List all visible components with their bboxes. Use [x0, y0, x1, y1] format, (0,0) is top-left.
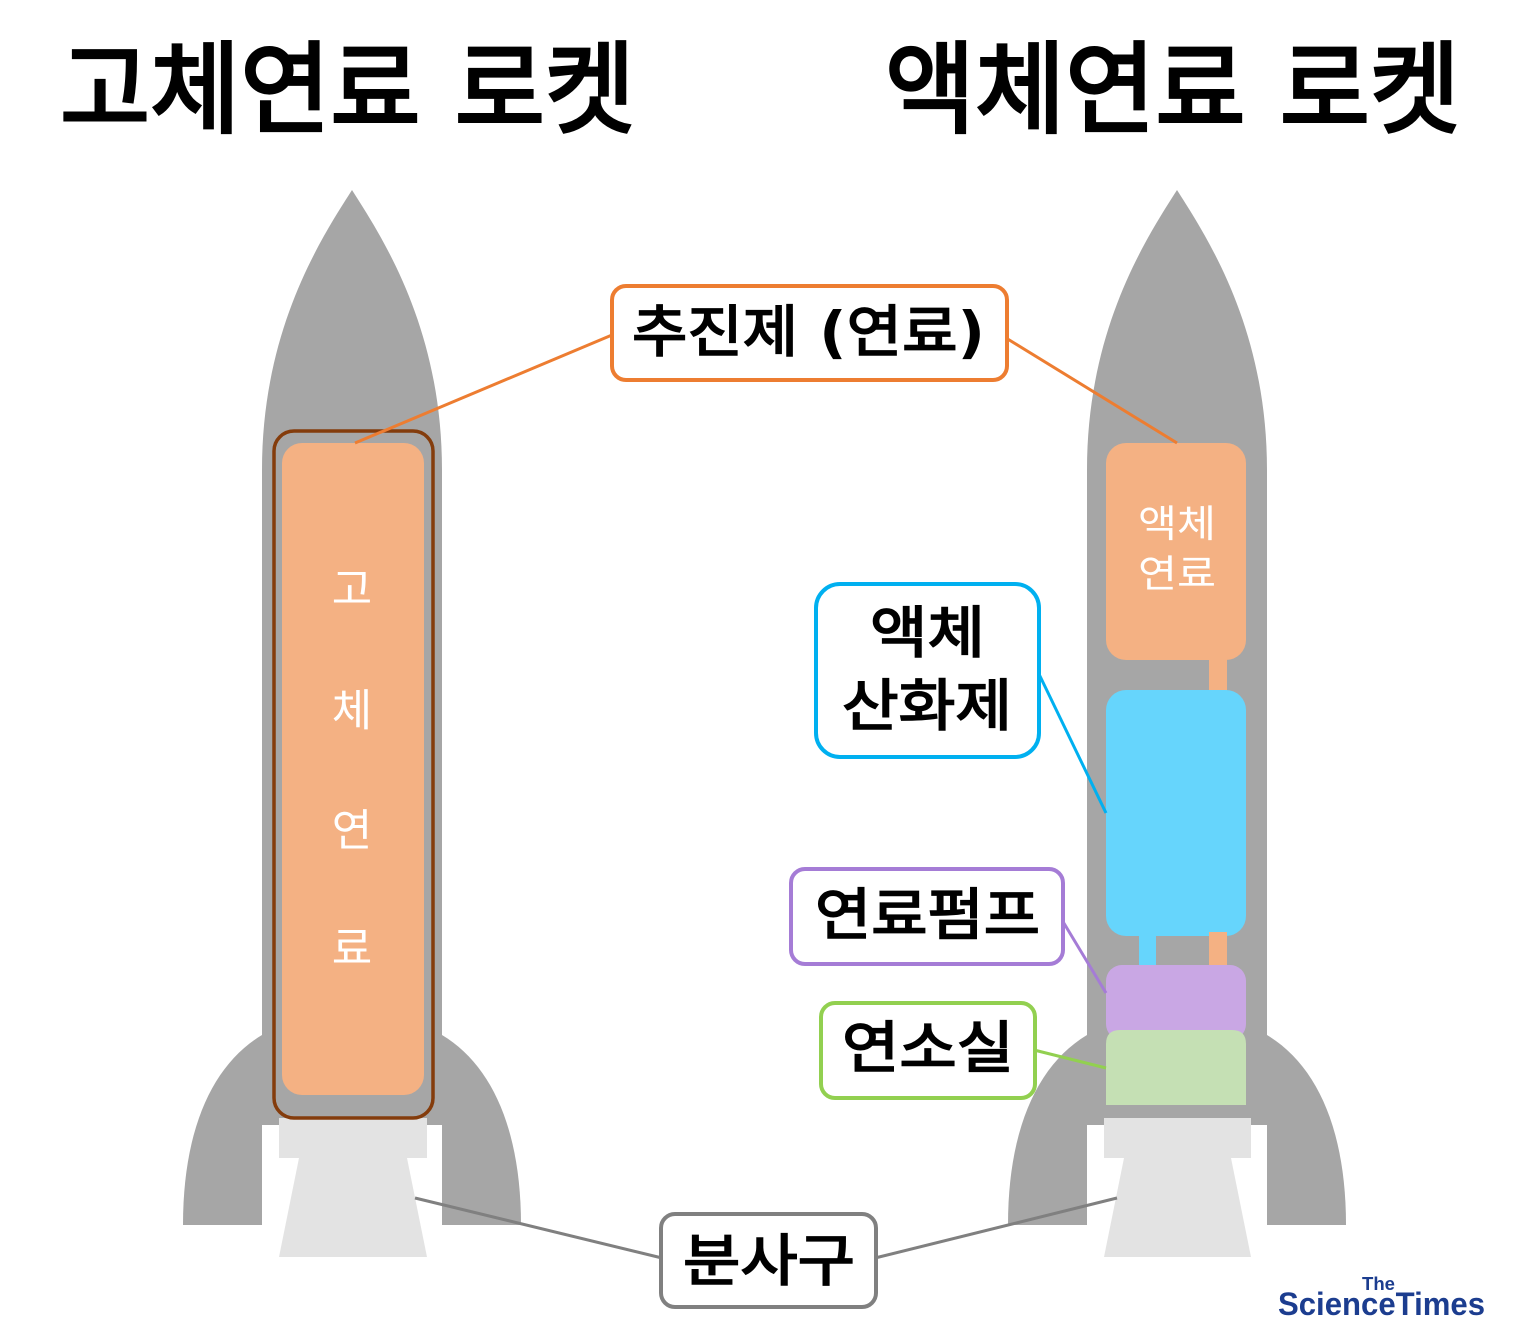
science-times-logo: The ScienceTimes [1278, 1274, 1485, 1322]
callout-propellant: 추진제 (연료) [610, 284, 1009, 382]
callout-nozzle: 분사구 [659, 1212, 878, 1309]
liquid-rocket-nozzle-collar [1104, 1118, 1251, 1158]
callout-oxidizer: 액체 산화제 [814, 582, 1041, 759]
callout-oxidizer-box [814, 582, 1041, 759]
combustion-chamber-block [1106, 1030, 1246, 1105]
solid-rocket-title: 고체연료 로켓 [60, 32, 635, 149]
callout-fuel-pump: 연료펌프 [789, 867, 1065, 966]
logo-wordmark: ScienceTimes [1278, 1286, 1485, 1322]
callout-combustion-label: 연소실 [842, 1017, 1014, 1082]
callout-combustion-chamber: 연소실 [819, 1001, 1037, 1100]
callout-oxidizer-label-line: 산화제 [842, 675, 1012, 740]
callout-propellant-label: 추진제 (연료) [632, 301, 985, 366]
fuel-pump-leader [1060, 919, 1108, 994]
nozzle-leader-left [414, 1196, 663, 1260]
solid-fuel-label-char: 료 [332, 924, 372, 975]
oxidizer-pipe [1139, 932, 1156, 969]
callout-fuel-pump-box [789, 867, 1065, 966]
liquid-rocket-right-fin [1267, 1035, 1346, 1225]
solid-rocket-nozzle-collar [279, 1118, 427, 1158]
solid-fuel-label-char: 체 [332, 686, 372, 737]
logo-the: The [1362, 1274, 1395, 1294]
leader-lines [354, 333, 1178, 1260]
nozzle-leader-right [874, 1196, 1118, 1260]
fuel-pipe-lower [1209, 932, 1227, 969]
fuel-pipe-upper [1209, 656, 1227, 694]
callout-fuel-pump-label: 연료펌프 [815, 884, 1040, 949]
solid-rocket: 고 체 연 료 [183, 190, 521, 1257]
solid-rocket-right-fin [442, 1035, 521, 1225]
solid-rocket-left-fin [183, 1035, 262, 1225]
callout-combustion-box [819, 1001, 1037, 1100]
solid-fuel-block [282, 443, 424, 1095]
oxidizer-tank [1106, 690, 1246, 936]
callout-oxidizer-label-line: 액체 [870, 602, 985, 667]
liquid-rocket-title: 액체연료 로켓 [885, 32, 1460, 149]
liquid-fuel-label-line: 액체 [1138, 502, 1216, 546]
callout-nozzle-label: 분사구 [683, 1230, 855, 1295]
liquid-fuel-tank [1106, 443, 1246, 660]
liquid-fuel-label-line: 연료 [1138, 552, 1216, 596]
solid-rocket-nozzle-bell [279, 1158, 427, 1257]
liquid-rocket-left-fin [1008, 1035, 1087, 1225]
propellant-leader-left [354, 333, 613, 445]
solid-fuel-outline [272, 429, 435, 1120]
callout-propellant-box [610, 284, 1009, 382]
propellant-leader-right [1005, 336, 1178, 445]
solid-fuel-label-char: 연 [332, 806, 372, 857]
callout-nozzle-box [659, 1212, 878, 1309]
fuel-pump-block [1106, 965, 1246, 1040]
solid-fuel-label-char: 고 [332, 565, 372, 616]
liquid-rocket: 액체 연료 [1008, 190, 1346, 1257]
liquid-rocket-nozzle-bell [1104, 1158, 1251, 1257]
oxidizer-leader [1036, 671, 1108, 814]
combustion-leader [1033, 1048, 1107, 1070]
